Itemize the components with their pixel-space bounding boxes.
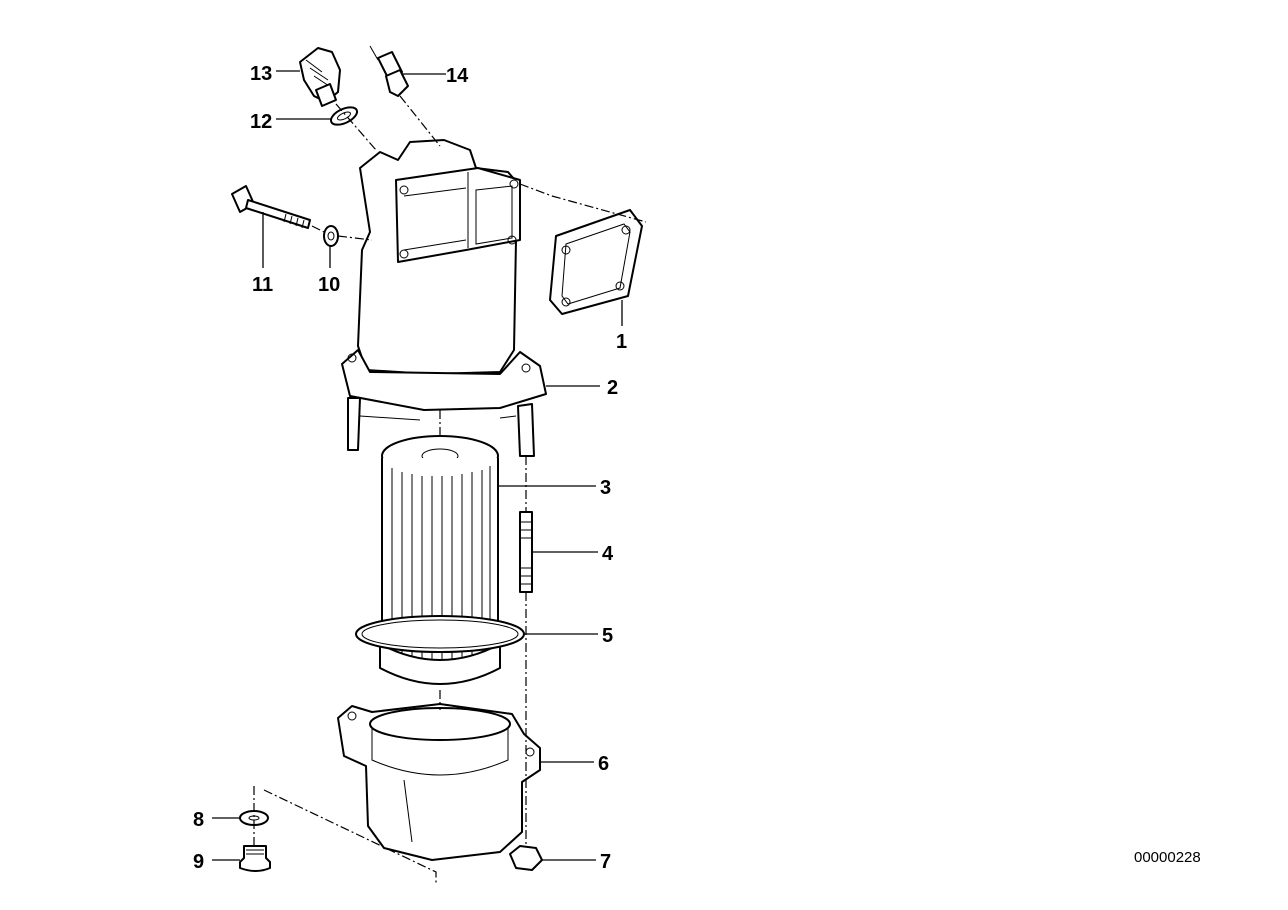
part-5-o-ring [355, 615, 525, 653]
leader-lines [212, 70, 623, 861]
callout-3: 3 [600, 477, 611, 499]
part-4-stud [519, 511, 533, 593]
callout-14: 14 [446, 65, 469, 87]
callout-2: 2 [607, 377, 618, 399]
callout-labels: 13 14 12 11 10 1 2 3 4 5 6 7 8 9 [193, 63, 627, 873]
callout-5: 5 [602, 625, 613, 647]
callout-11: 11 [252, 274, 273, 296]
callout-4: 4 [602, 543, 614, 565]
part-7-nut [509, 845, 543, 871]
part-12-seal-ring [329, 106, 359, 126]
callout-12: 12 [250, 111, 272, 133]
callout-9: 9 [193, 851, 204, 873]
part-6-filter-housing-bottom [337, 703, 541, 861]
part-1-gasket [549, 209, 643, 315]
part-10-washer [323, 225, 339, 247]
part-14-temperature-sensor [369, 45, 409, 97]
callout-1: 1 [616, 331, 627, 353]
part-9-drain-plug [239, 845, 271, 872]
callout-10: 10 [318, 274, 340, 296]
part-11-bolt [231, 185, 311, 229]
part-2-filter-housing-top [341, 139, 547, 457]
callout-8: 8 [193, 809, 204, 831]
callout-7: 7 [600, 851, 611, 873]
part-13-threaded-fitting [299, 47, 341, 107]
callout-13: 13 [250, 63, 272, 85]
callout-6: 6 [598, 753, 609, 775]
assembly-axis-lines [253, 95, 647, 884]
diagram-reference-number: 00000228 [1134, 849, 1201, 866]
